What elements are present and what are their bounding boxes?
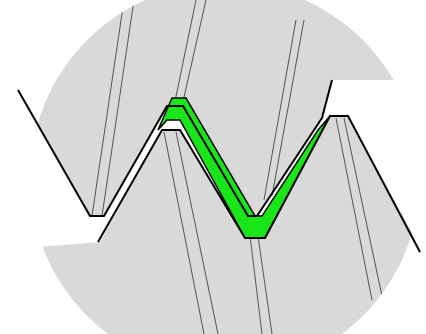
lower-threaded-part bbox=[30, 116, 420, 334]
lower-helix-lines bbox=[163, 117, 383, 334]
highlighted-thread-gap bbox=[157, 97, 331, 239]
upper-profile-outline bbox=[17, 79, 333, 217]
upper-threaded-part bbox=[30, 0, 420, 216]
upper-helix-lines bbox=[91, 0, 305, 217]
lower-profile-outline bbox=[97, 115, 421, 253]
